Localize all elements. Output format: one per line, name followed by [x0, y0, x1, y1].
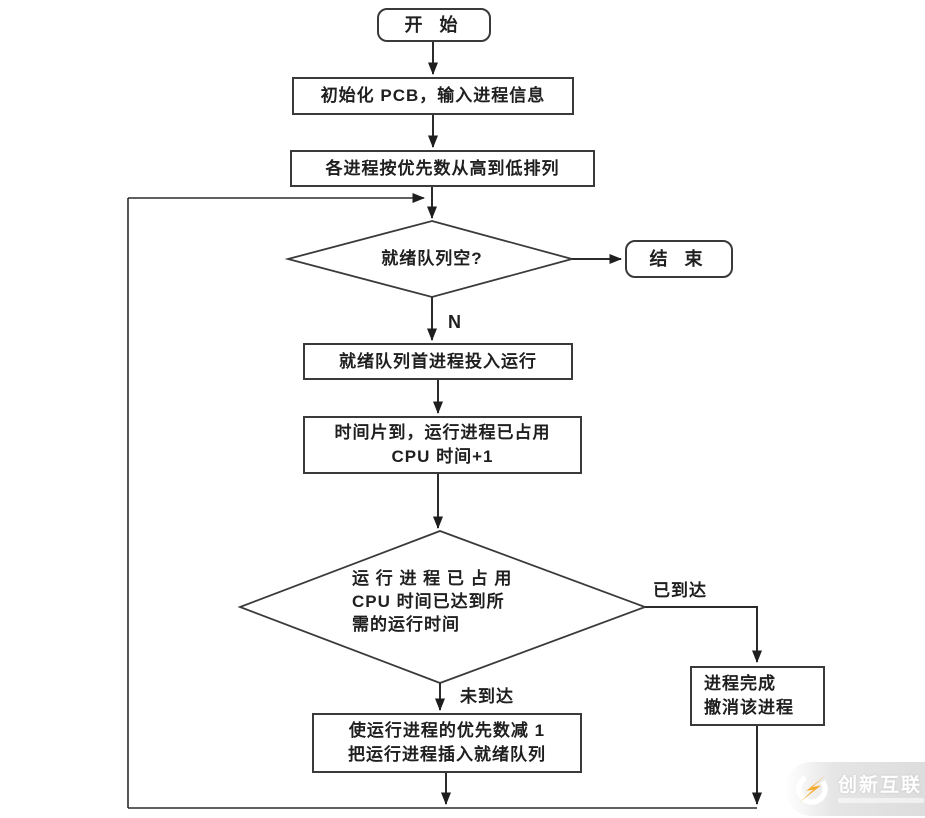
dispatch-box: 就绪队列首进程投入运行 — [303, 343, 573, 380]
process-finish-line2: 撤消该进程 — [704, 698, 794, 717]
brand-text-block: 创新互联 — [838, 776, 924, 803]
brand-tagline-bar — [838, 797, 924, 803]
init-pcb-label: 初始化 PCB，输入进程信息 — [320, 86, 546, 105]
start-node: 开 始 — [377, 8, 491, 42]
timeslice-box: 时间片到，运行进程已占用 CPU 时间+1 — [303, 416, 582, 474]
init-pcb-box: 初始化 PCB，输入进程信息 — [292, 77, 574, 115]
process-finish-line1: 进程完成 — [704, 674, 776, 693]
cpu-reached-line3: 需的运行时间 — [352, 615, 460, 634]
dispatch-label: 就绪队列首进程投入运行 — [339, 351, 537, 371]
edge-label-not-reached: 未到达 — [460, 687, 514, 706]
edge-label-reached: 已到达 — [653, 581, 707, 600]
start-label: 开 始 — [404, 15, 464, 35]
end-node: 结 束 — [625, 240, 733, 278]
edge-reached-branch — [645, 606, 762, 663]
cpu-reached-line2: CPU 时间已达到所 — [352, 592, 505, 611]
brand-logo-icon — [796, 773, 828, 805]
priority-decrease-box: 使运行进程的优先数减 1 把运行进程插入就绪队列 — [312, 713, 582, 773]
timeslice-line1: 时间片到，运行进程已占用 — [334, 423, 551, 442]
priority-decrease-line1: 使运行进程的优先数减 1 — [348, 721, 546, 740]
sort-priority-box: 各进程按优先数从高到低排列 — [290, 150, 595, 187]
edge-label-n: N — [448, 312, 462, 332]
queue-empty-label: 就绪队列空? — [381, 249, 483, 268]
cpu-reached-line1: 运 行 进 程 已 占 用 — [352, 569, 513, 588]
brand-name: 创新互联 — [838, 774, 923, 796]
end-label: 结 束 — [649, 249, 709, 269]
cpu-reached-text: 运 行 进 程 已 占 用 CPU 时间已达到所 需的运行时间 — [352, 567, 587, 636]
priority-decrease-line2: 把运行进程插入就绪队列 — [348, 745, 546, 764]
sort-priority-label: 各进程按优先数从高到低排列 — [325, 158, 560, 178]
timeslice-line2: CPU 时间+1 — [391, 447, 494, 466]
watermark: 创新互联 — [785, 762, 925, 816]
process-finish-box: 进程完成 撤消该进程 — [690, 666, 825, 726]
